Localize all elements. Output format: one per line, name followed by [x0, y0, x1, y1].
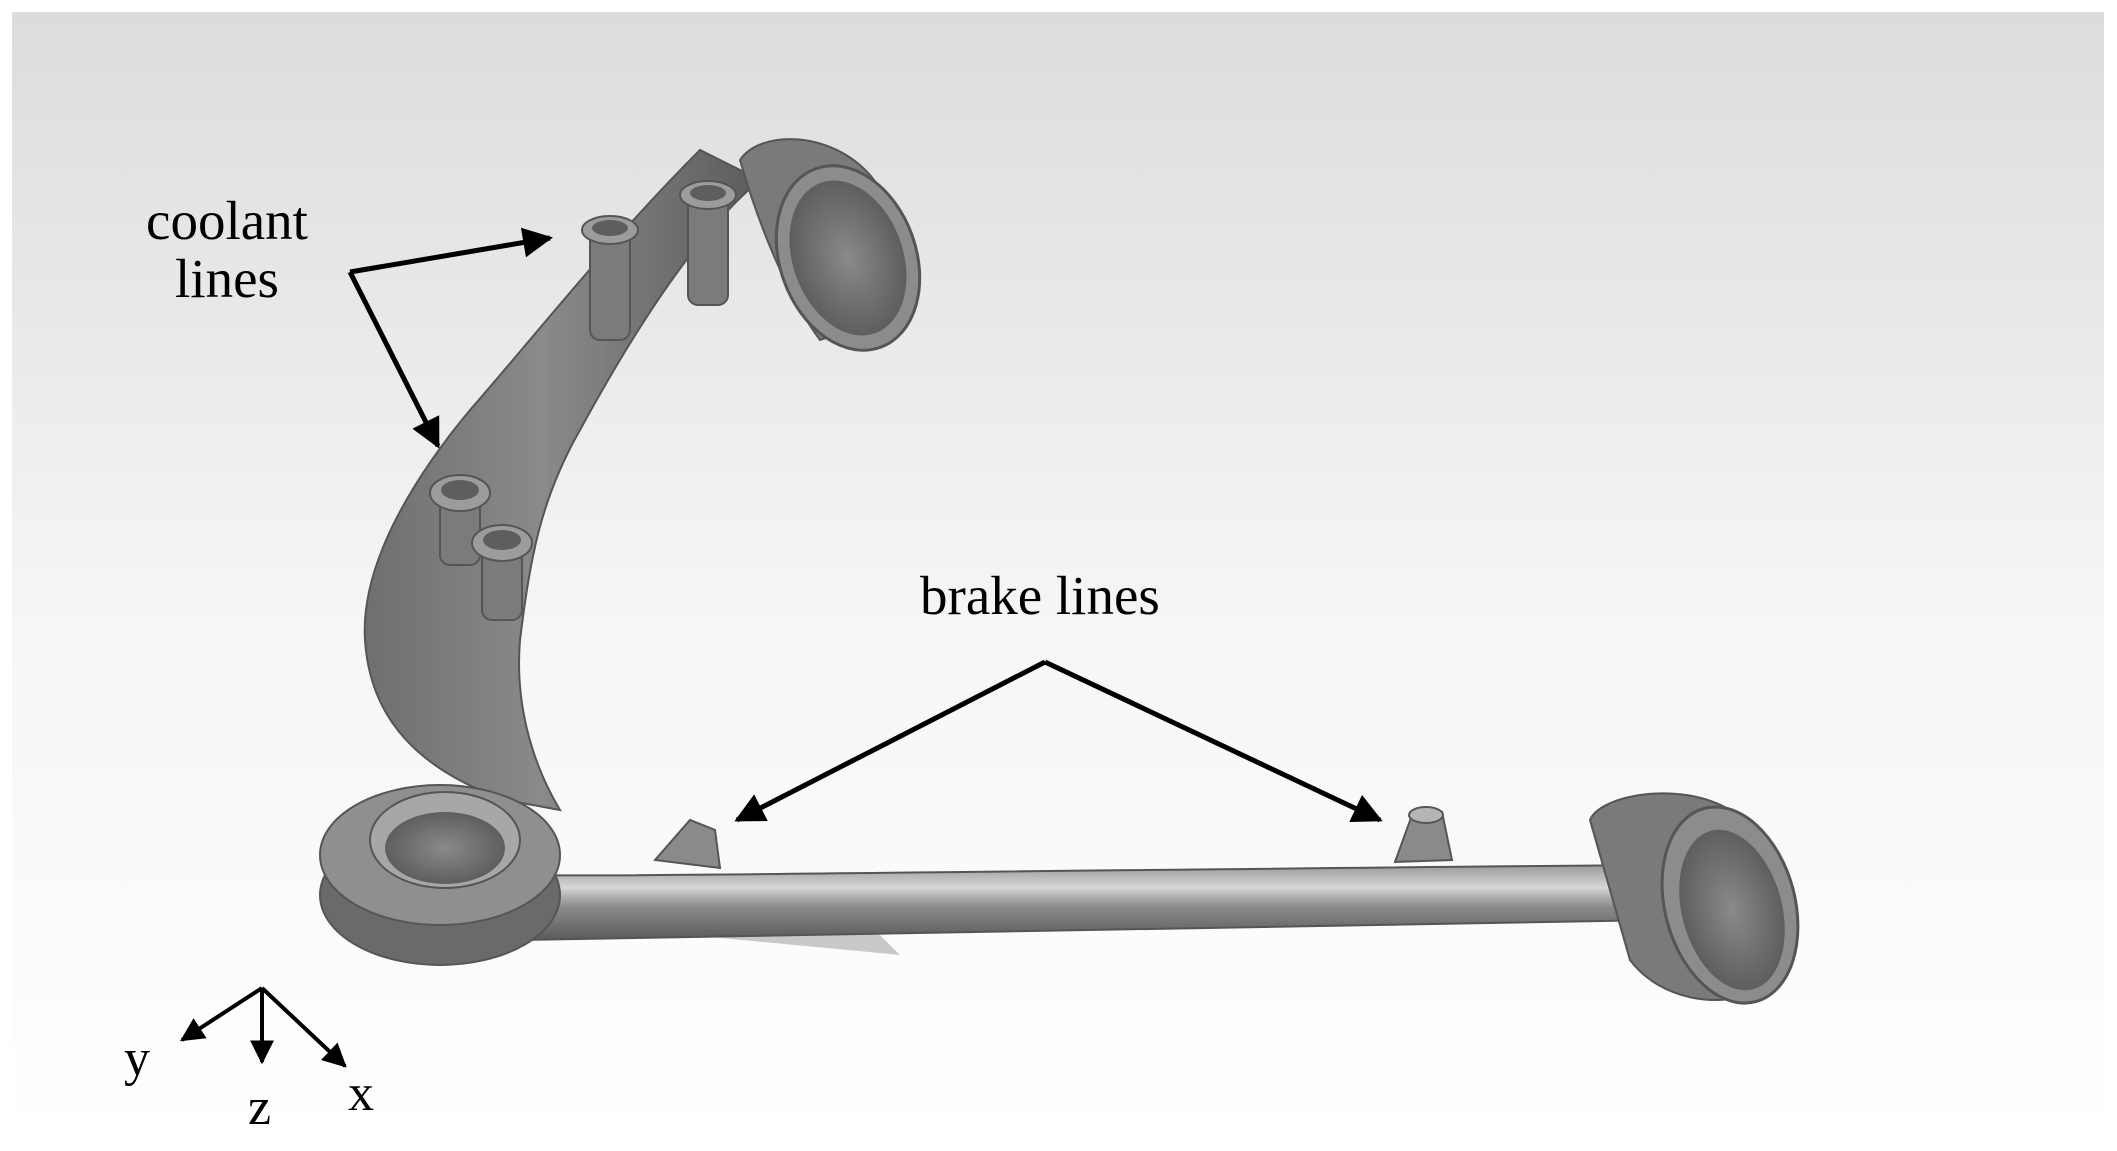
axis-x-arrow	[260, 986, 347, 1068]
right-bushing	[1588, 792, 1800, 1005]
axis-y-arrow	[179, 986, 264, 1042]
coolant-lines-label: coolant lines	[137, 192, 317, 308]
axis-triad	[179, 986, 347, 1068]
top-bushing	[738, 138, 922, 352]
coolant-label-line1: coolant	[146, 190, 308, 251]
ball-joint	[319, 784, 561, 966]
brake-lines-label: brake lines	[920, 565, 1160, 626]
coolant-arrow-lower	[347, 270, 441, 449]
axis-x-label: x	[348, 1065, 374, 1122]
axis-y-label: y	[124, 1030, 150, 1087]
brake-arrow-left	[734, 659, 1047, 823]
coolant-arrow-upper	[349, 227, 553, 275]
coolant-nozzles	[429, 180, 737, 621]
brake-arrow-right	[1043, 659, 1383, 823]
brake-nozzles	[653, 806, 1454, 870]
coolant-label-line2: lines	[175, 247, 279, 309]
axis-z-label: z	[248, 1079, 272, 1136]
